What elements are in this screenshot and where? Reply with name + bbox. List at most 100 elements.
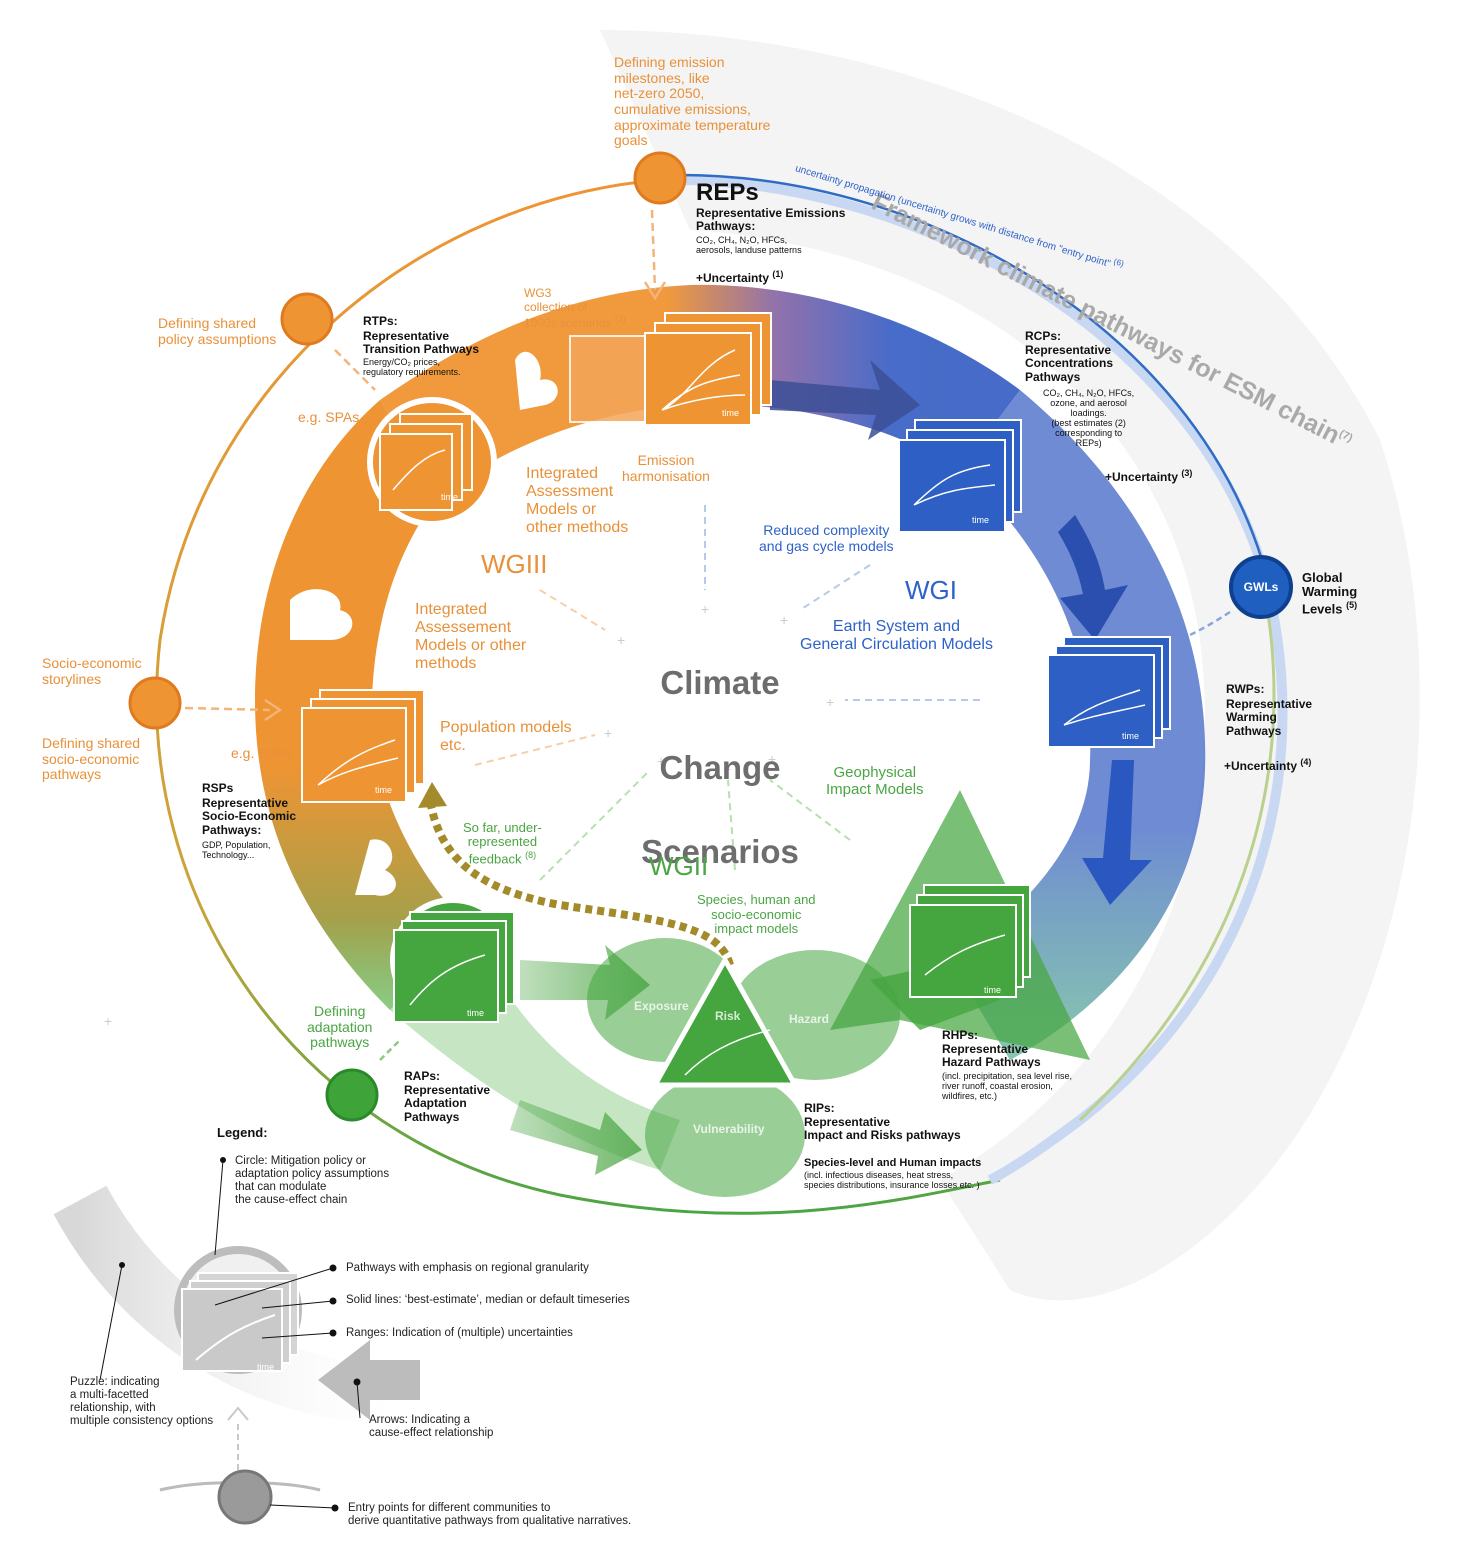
panel-group-ssps <box>301 689 425 803</box>
wg3-collection: WG3 collection of 1000s scenarios (3) <box>524 274 626 331</box>
rips-species-title: Species-level and Human impacts <box>804 1157 982 1169</box>
legend-arrows: Arrows: Indicating a cause-effect relati… <box>369 1414 494 1439</box>
wg1-esm: Earth System and General Circulation Mod… <box>800 618 993 653</box>
wg2-species: Species, human and socio-economic impact… <box>697 892 816 937</box>
svg-text:+: + <box>604 725 612 741</box>
svg-text:+: + <box>826 694 834 710</box>
legend-entry: Entry points for different communities t… <box>348 1502 632 1527</box>
legend-ranges: Ranges: Indication of (multiple) uncerta… <box>346 1327 573 1339</box>
panel-group-spas <box>379 413 473 511</box>
rcps-title: RCPs: <box>1025 329 1062 343</box>
rips-species-detail: (incl. infectious diseases, heat stress,… <box>804 1170 980 1191</box>
rtps-example: e.g. SPAs <box>298 409 360 425</box>
wg1-label: WGI <box>905 575 957 605</box>
legend-circle: Circle: Mitigation policy or adaptation … <box>235 1155 390 1206</box>
reps-milestones: Defining emission milestones, like net-z… <box>614 54 771 149</box>
wg3-collection-note: (3) <box>614 314 626 325</box>
segment-vulnerability: Vulnerability <box>693 1122 765 1136</box>
svg-text:+: + <box>768 751 776 767</box>
panel-group-raps <box>393 911 515 1023</box>
wg3-iam-top: Integrated Assessment Models or other me… <box>526 465 629 536</box>
rsps-defining: Defining shared socio-economic pathways <box>42 735 141 783</box>
rsps-subtitle: Representative Socio-Economic Pathways: <box>202 796 297 837</box>
rcps-uncertainty-note: (3) <box>1181 468 1193 479</box>
wg3-population: Population models etc. <box>440 719 572 754</box>
rips-subtitle: Representative Impact and Risks pathways <box>804 1115 961 1143</box>
rips-title: RIPs: <box>804 1101 835 1115</box>
rwps-uncertainty-text: +Uncertainty <box>1224 759 1298 774</box>
time-label-raps: time <box>467 1008 485 1018</box>
rwps-title: RWPs: <box>1226 682 1265 696</box>
wg3-iam-center: Integrated Assessement Models or other m… <box>415 601 527 672</box>
reps-detail: CO₂, CH₄, N₂O, HFCs, aerosols, landuse p… <box>696 235 802 256</box>
rtps-title: RTPs: <box>363 314 398 328</box>
reps-title: REPs <box>696 179 759 206</box>
wg3-emission-harmonisation: Emission harmonisation <box>622 452 710 484</box>
rhps-detail: (incl. precipitation, sea level rise, ri… <box>942 1071 1073 1102</box>
center-title-line-2: Change <box>659 748 781 786</box>
svg-text:+: + <box>723 761 731 777</box>
center-title-line-1: Climate <box>660 664 780 702</box>
rwps-uncertainty: +Uncertainty (4) <box>1224 744 1311 774</box>
rcps-detail: CO₂, CH₄, N₂O, HFCs, ozone, and aerosol … <box>1043 388 1135 449</box>
rwps-subtitle: Representative Warming Pathways <box>1226 697 1313 738</box>
segment-hazard: Hazard <box>789 1012 830 1026</box>
legend-title: Legend: <box>217 1125 268 1140</box>
reps-uncertainty-note: (1) <box>772 269 784 280</box>
rhps-title: RHPs: <box>942 1028 979 1042</box>
center-title: Climate Change Scenarios <box>620 620 820 916</box>
wg2-feedback: So far, under- represented feedback (8) <box>463 806 542 867</box>
wg3-label: WGIII <box>481 549 548 579</box>
rwps-uncertainty-note: (4) <box>1300 757 1312 768</box>
reps-uncertainty: +Uncertainty (1) <box>696 256 783 286</box>
time-label-ssps: time <box>375 785 393 795</box>
legend-puzzle: Puzzle: indicating a multi-facetted rela… <box>70 1376 214 1427</box>
raps-subtitle: Representative Adaptation Pathways <box>404 1083 491 1124</box>
rhps-subtitle: Representative Hazard Pathways <box>942 1042 1041 1070</box>
panel-group-rhps <box>909 884 1031 998</box>
rcps-uncertainty: +Uncertainty (3) <box>1105 455 1192 485</box>
time-label-legend: time <box>257 1362 275 1372</box>
wg2-feedback-note: (8) <box>525 849 537 860</box>
segment-exposure: Exposure <box>634 999 689 1013</box>
reps-uncertainty-text: +Uncertainty <box>696 271 770 286</box>
raps-defining: Defining adaptation pathways <box>307 1003 373 1051</box>
svg-text:+: + <box>104 1013 112 1029</box>
wg3-collection-text: WG3 collection of 1000s scenarios <box>524 286 612 331</box>
rcps-uncertainty-text: +Uncertainty <box>1105 470 1179 485</box>
svg-text:+: + <box>701 601 709 617</box>
time-label-rcps: time <box>972 515 990 525</box>
gwls-circle-label: GWLs <box>1243 580 1279 594</box>
segment-risk: Risk <box>715 1009 741 1023</box>
panel-group-rcps <box>898 419 1022 533</box>
gwls-note: (5) <box>1346 599 1358 610</box>
svg-text:+: + <box>780 612 788 628</box>
svg-text:+: + <box>617 632 625 648</box>
rtps-subtitle: Representative Transition Pathways <box>363 329 480 357</box>
gwls-title: Global Warming Levels (5) <box>1302 556 1357 617</box>
raps-title: RAPs: <box>404 1069 441 1083</box>
reps-subtitle: Representative Emissions Pathways: <box>696 206 846 234</box>
rsps-storylines: Socio-economic storylines <box>42 655 142 687</box>
legend-regional: Pathways with emphasis on regional granu… <box>346 1262 589 1274</box>
time-label-rwps: time <box>1122 731 1140 741</box>
wg1-reduced: Reduced complexity and gas cycle models <box>759 522 894 554</box>
center-title-line-3: Scenarios <box>641 833 799 871</box>
rtps-policy: Defining shared policy assumptions <box>158 315 277 347</box>
rsps-title: RSPs <box>202 781 234 795</box>
time-label-rhps: time <box>984 985 1002 995</box>
panel-group-wg3 <box>569 312 772 426</box>
wg2-feedback-text: So far, under- represented feedback <box>463 819 542 866</box>
wg2-label: WGII <box>649 851 709 881</box>
panel-group-rwps <box>1047 636 1171 748</box>
gwls-title-text: Global Warming Levels <box>1302 569 1358 616</box>
rsps-example: e.g. SSPs <box>231 745 294 761</box>
rsps-detail: GDP, Population, Technology... <box>202 840 271 861</box>
time-label-spas: time <box>441 492 459 502</box>
svg-text:+: + <box>657 753 665 769</box>
time-label-wg3: time <box>722 408 740 418</box>
rtps-detail: Energy/CO₂ prices, regulatory requiremen… <box>363 357 461 378</box>
rcps-subtitle: Representative Concentrations Pathways <box>1025 343 1114 384</box>
